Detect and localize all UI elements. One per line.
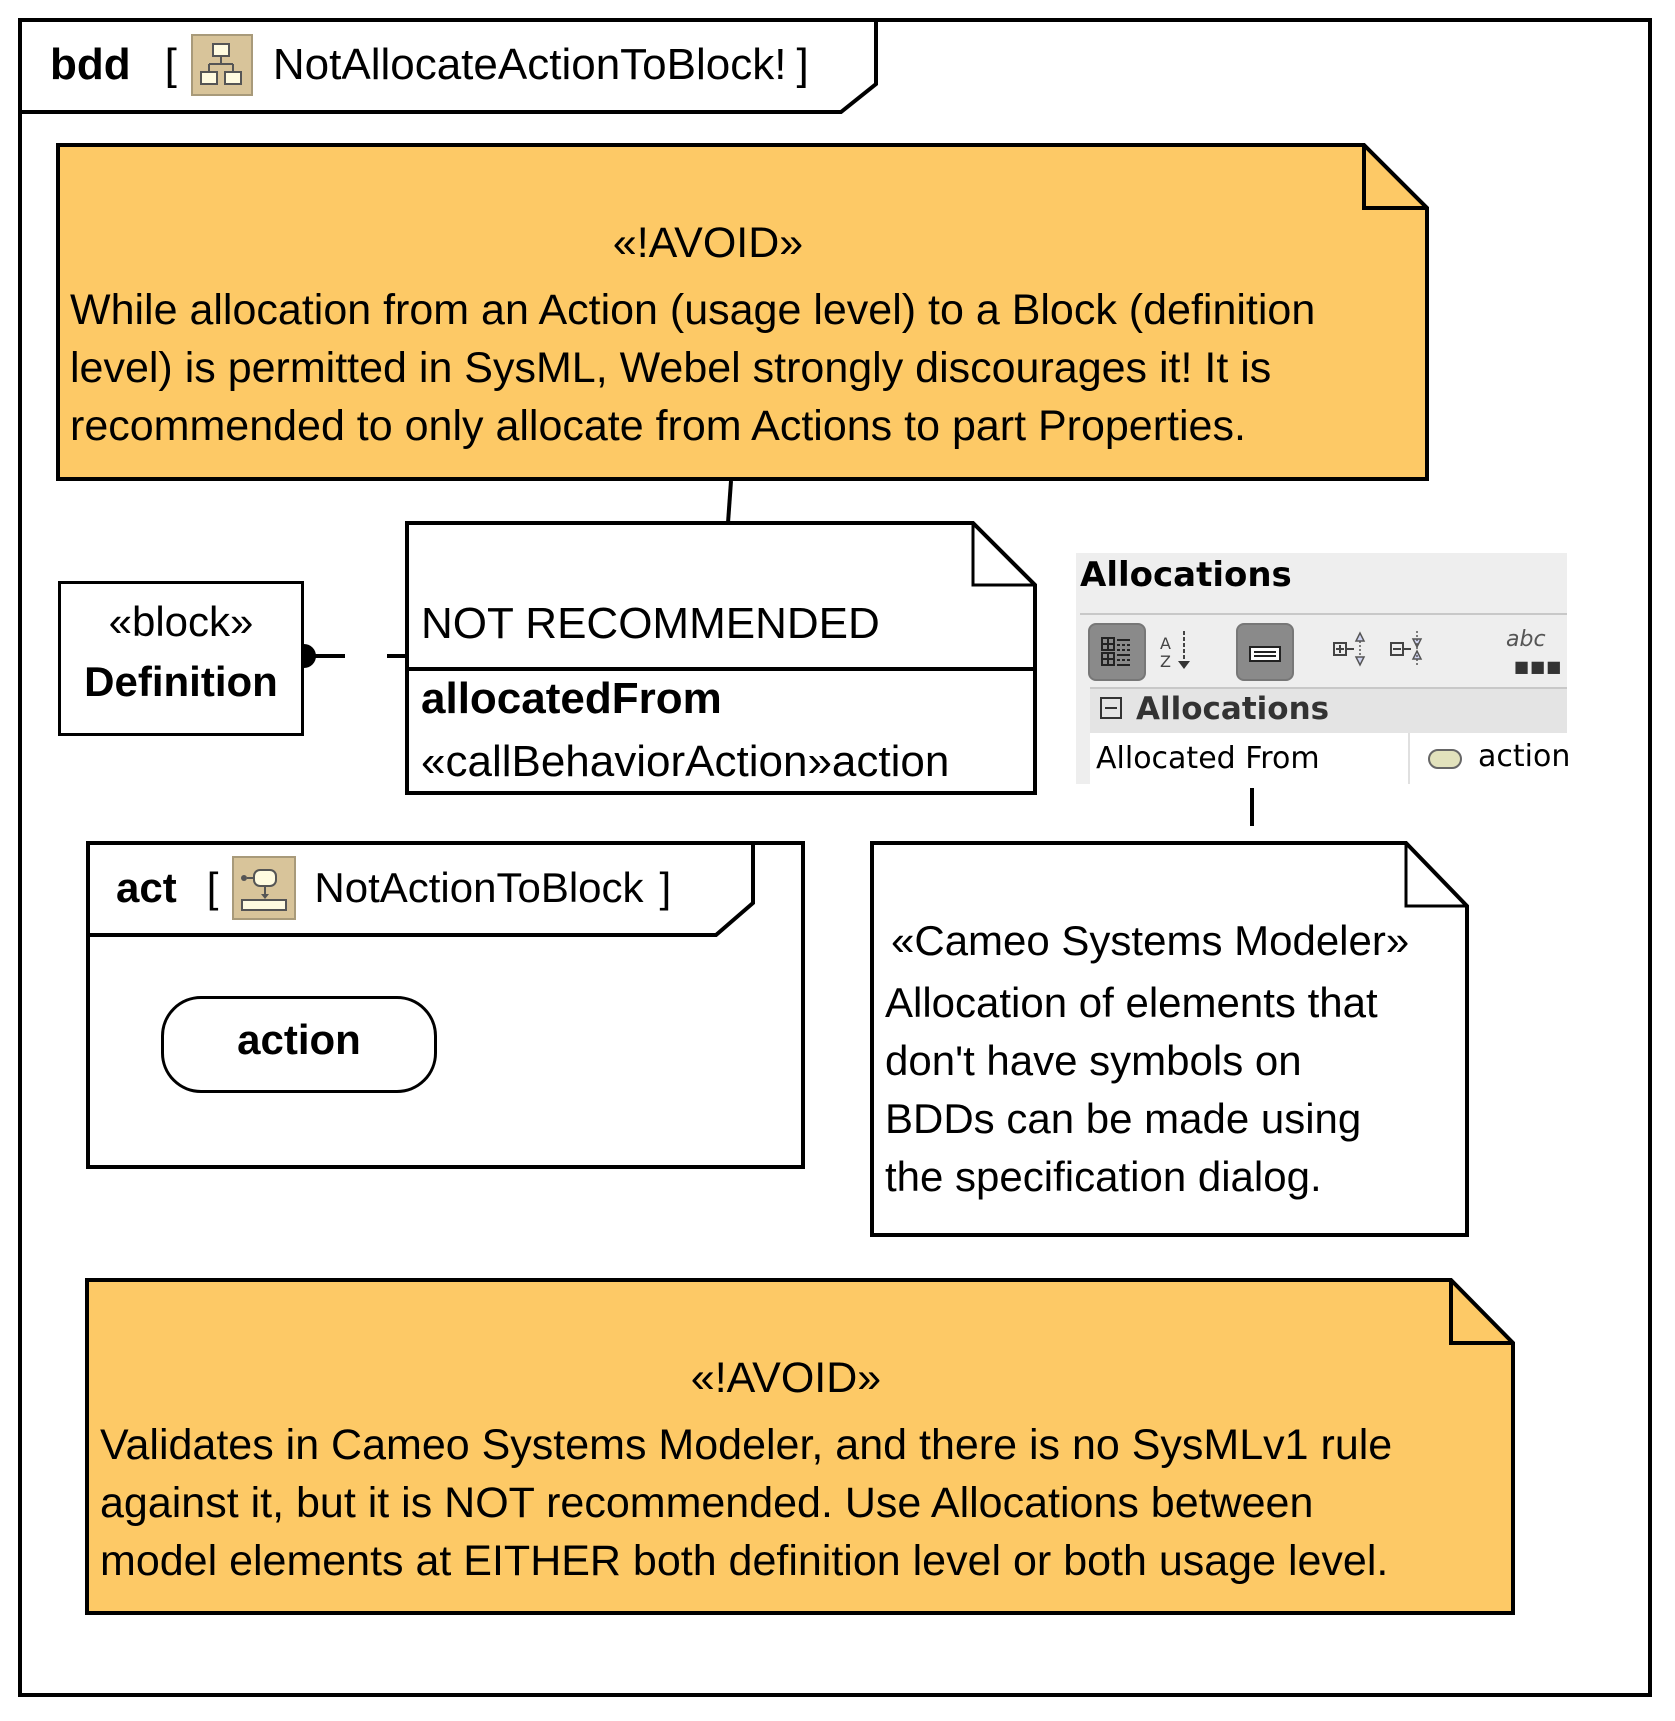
abc-filter-icon: ■■■ bbox=[1514, 657, 1563, 676]
cameo-line-4: the specification dialog. bbox=[885, 1153, 1322, 1200]
allocations-group-header[interactable]: Allocations bbox=[1090, 687, 1567, 735]
expand-all-button[interactable] bbox=[1328, 623, 1386, 681]
bottom-avoid-note: «!AVOID» Validates in Cameo Systems Mode… bbox=[100, 1357, 1500, 1583]
act-kind-label: act bbox=[116, 864, 177, 911]
allocated-from-compartment-title: allocatedFrom bbox=[421, 674, 722, 723]
bdd-bracket-close: ] bbox=[796, 40, 809, 89]
anchor-top-note-to-nr-note bbox=[726, 480, 733, 524]
allocations-panel-title: Allocations bbox=[1080, 555, 1292, 595]
compact-view-button[interactable] bbox=[1236, 623, 1294, 681]
collapse-all-button[interactable] bbox=[1385, 623, 1443, 681]
cameo-stereotype: «Cameo Systems Modeler» bbox=[891, 917, 1410, 964]
top-avoid-note: «!AVOID» While allocation from an Action… bbox=[70, 222, 1420, 448]
top-avoid-line-1: While allocation from an Action (usage l… bbox=[70, 286, 1316, 334]
action-icon bbox=[1428, 749, 1462, 769]
property-name: Allocated From bbox=[1096, 741, 1320, 776]
sort-alphabetically-button[interactable]: A Z bbox=[1152, 623, 1210, 681]
property-row[interactable]: Allocated From action bbox=[1090, 733, 1571, 784]
bdd-bracket-open: [ bbox=[164, 40, 177, 89]
column-separator bbox=[1408, 733, 1410, 784]
bdd-diagram-name[interactable]: NotAllocateActionToBlock! bbox=[272, 40, 787, 89]
cameo-note: «Cameo Systems Modeler» Allocation of el… bbox=[885, 920, 1409, 1198]
cameo-line-1: Allocation of elements that bbox=[885, 979, 1378, 1026]
svg-text:Z: Z bbox=[1160, 652, 1171, 671]
block-name: Definition bbox=[84, 658, 278, 705]
top-avoid-line-2: level) is permitted in SysML, Webel stro… bbox=[70, 344, 1272, 392]
not-recommended-title: NOT RECOMMENDED bbox=[421, 599, 880, 648]
block-stereotype: «block» bbox=[108, 598, 254, 645]
bottom-avoid-line-2: against it, but it is NOT recommended. U… bbox=[100, 1479, 1314, 1527]
bdd-frame-title: bdd [ NotAllocateActionToBlock! ] bbox=[50, 30, 809, 100]
action-name: action bbox=[237, 1015, 361, 1063]
abc-filter-label: abc bbox=[1506, 627, 1546, 652]
bdd-kind-label: bdd bbox=[50, 40, 131, 89]
categorized-view-icon bbox=[1101, 637, 1130, 666]
cameo-note-fold bbox=[1404, 843, 1467, 908]
cameo-line-2: don't have symbols on bbox=[885, 1037, 1302, 1084]
svg-text:A: A bbox=[1160, 634, 1171, 653]
cameo-line-3: BDDs can be made using bbox=[885, 1095, 1362, 1142]
collapse-group-icon[interactable] bbox=[1100, 697, 1122, 719]
panel-separator bbox=[1080, 613, 1567, 615]
property-value[interactable]: action bbox=[1478, 739, 1571, 774]
bdd-diagram-icon bbox=[190, 34, 253, 96]
sort-alphabetically-icon: A Z bbox=[1160, 631, 1190, 671]
collapse-all-icon bbox=[1390, 631, 1423, 667]
abc-filter-button[interactable]: abc ■■■ bbox=[1498, 623, 1561, 681]
act-bracket-close: ] bbox=[659, 864, 672, 911]
expand-all-icon bbox=[1333, 631, 1366, 667]
action-node[interactable]: action bbox=[161, 996, 437, 1093]
bottom-avoid-note-fold bbox=[1449, 1280, 1513, 1345]
categorized-view-button[interactable] bbox=[1088, 623, 1146, 681]
act-bracket-open: [ bbox=[206, 864, 219, 911]
act-diagram-name[interactable]: NotActionToBlock bbox=[314, 864, 644, 911]
bottom-avoid-line-1: Validates in Cameo Systems Modeler, and … bbox=[100, 1421, 1393, 1469]
top-avoid-line-3: recommended to only allocate from Action… bbox=[70, 402, 1246, 450]
not-recommended-note-fold bbox=[971, 523, 1035, 587]
bottom-avoid-line-3: model elements at EITHER both definition… bbox=[100, 1537, 1389, 1585]
allocations-toolbar: A Z bbox=[1088, 623, 1567, 681]
allocations-panel: Allocations A Z bbox=[1076, 553, 1571, 784]
allocated-from-compartment-value: «callBehaviorAction»action bbox=[421, 737, 950, 786]
allocations-group-label: Allocations bbox=[1136, 691, 1330, 727]
bottom-avoid-stereotype: «!AVOID» bbox=[690, 1354, 882, 1402]
top-avoid-stereotype: «!AVOID» bbox=[612, 219, 804, 267]
act-frame-title: act [ NotActionToBlock ] bbox=[116, 852, 671, 924]
activity-diagram-icon bbox=[232, 856, 297, 920]
compact-view-icon bbox=[1249, 646, 1281, 662]
top-avoid-note-fold bbox=[1362, 145, 1427, 210]
block-definition[interactable]: «block» Definition bbox=[58, 581, 304, 736]
